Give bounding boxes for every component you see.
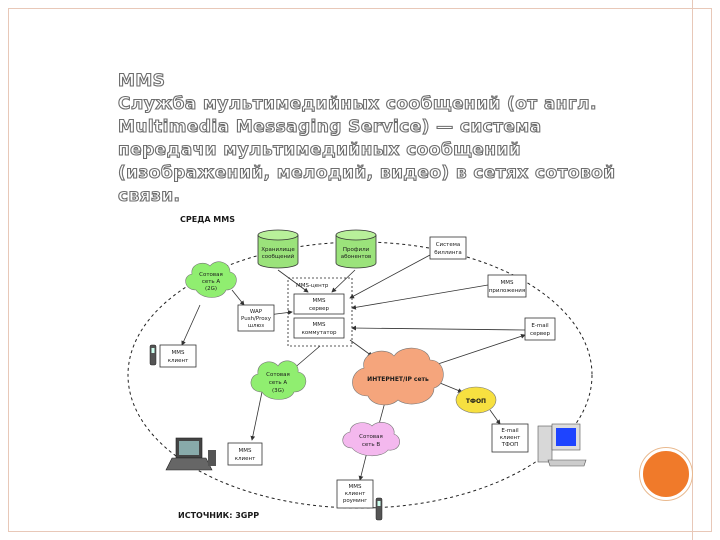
mms-switch-label-1: MMS bbox=[313, 322, 326, 328]
apps-label-1: MMS bbox=[501, 280, 514, 286]
client1-label-1: MMS bbox=[172, 350, 185, 356]
wap-gateway-box: WAP Push/Proxy шлюз bbox=[237, 304, 275, 332]
internet-label: ИНТЕРНЕТ/IP сеть bbox=[367, 376, 429, 383]
cellb-label-1: Сотовая bbox=[359, 434, 383, 440]
title-line: связи. bbox=[117, 185, 181, 206]
cellb-label-2: сеть В bbox=[362, 442, 381, 448]
storage-label-1: Хранилище bbox=[261, 247, 295, 253]
slide-frame-right bbox=[692, 0, 693, 540]
email-server-label-1: E-mail bbox=[531, 323, 549, 329]
mobile-phone-icon bbox=[149, 344, 157, 366]
billing-label-2: биллинга bbox=[434, 250, 461, 256]
title-line: MMS bbox=[117, 70, 166, 91]
mms-server-box: MMS сервер bbox=[293, 293, 345, 315]
decorative-orange-circle bbox=[640, 448, 692, 500]
mms-client-box-1: MMS клиент bbox=[159, 344, 197, 368]
storage-label-2: сообщений bbox=[262, 253, 295, 260]
pstn-network-ellipse: ТФОП bbox=[455, 386, 497, 414]
billing-label-1: Система bbox=[436, 242, 461, 248]
profiles-label-2: абонентов bbox=[341, 254, 372, 260]
environment-label: СРЕДА MMS bbox=[180, 215, 235, 224]
cellular-network-b-cloud: Сотовая сеть В bbox=[342, 422, 400, 457]
cell3g-label-2: сеть А bbox=[269, 380, 288, 386]
profiles-label-1: Профили bbox=[343, 247, 370, 253]
internet-ip-network-cloud: ИНТЕРНЕТ/IP сеть bbox=[352, 347, 444, 406]
cell2g-label-3: (2G) bbox=[205, 286, 217, 292]
slide-title: MMS Служба мультимедийных сообщений (от … bbox=[117, 70, 616, 208]
title-line: (изображений, мелодий, видео) в сетях со… bbox=[117, 162, 616, 183]
mms-switch-label-2: коммутатор bbox=[302, 330, 337, 336]
desktop-computer-icon bbox=[537, 423, 587, 467]
cell2g-label-1: Сотовая bbox=[199, 272, 223, 278]
message-storage-db: Хранилище сообщений bbox=[257, 229, 299, 269]
client1-label-2: клиент bbox=[168, 358, 189, 364]
mms-environment-boundary bbox=[127, 241, 593, 509]
email-server-label-2: сервер bbox=[530, 331, 551, 337]
cellular-network-2g-cloud: Сотовая сеть А (2G) bbox=[185, 261, 237, 298]
laptop-icon bbox=[165, 437, 216, 471]
wap-label-1: WAP bbox=[250, 309, 263, 315]
phone-roaming-icon bbox=[375, 497, 383, 521]
apps-label-2: приложения bbox=[489, 288, 525, 294]
client3-label-1: MMS bbox=[349, 484, 362, 490]
email-client-label-2: клиент bbox=[500, 435, 521, 441]
title-line: Multimedia Messaging Service) — система bbox=[117, 116, 542, 137]
client3-label-3: роуминг bbox=[343, 498, 367, 504]
cell2g-label-2: сеть А bbox=[202, 279, 221, 285]
client2-label-1: MMS bbox=[239, 448, 252, 454]
mms-switch-box: MMS коммутатор bbox=[293, 317, 345, 339]
mms-server-label-2: сервер bbox=[309, 306, 330, 312]
subscriber-profiles-db: Профили абонентов bbox=[335, 229, 377, 269]
cell3g-label-1: Сотовая bbox=[266, 372, 290, 378]
mms-server-label-1: MMS bbox=[313, 298, 326, 304]
wap-label-2: Push/Proxy bbox=[241, 316, 272, 322]
email-server-box: E-mail сервер bbox=[524, 317, 556, 341]
title-line: передачи мультимедийных сообщений bbox=[117, 139, 521, 160]
cellular-network-3g-cloud: Сотовая сеть А (3G) bbox=[250, 360, 307, 400]
billing-system-box: Система биллинга bbox=[429, 236, 467, 260]
cell3g-label-3: (3G) bbox=[272, 388, 284, 394]
title-line: Служба мультимедийных сообщений (от англ… bbox=[117, 93, 597, 114]
email-client-label-3: ТФОП bbox=[501, 442, 519, 448]
source-label: ИСТОЧНИК: 3GPP bbox=[178, 511, 259, 520]
wap-label-3: шлюз bbox=[248, 323, 264, 329]
client2-label-2: клиент bbox=[235, 456, 256, 462]
tfop-label: ТФОП bbox=[466, 398, 486, 405]
mms-client-box-2: MMS клиент bbox=[227, 442, 263, 466]
email-client-box: E-mail клиент ТФОП bbox=[491, 423, 529, 453]
mms-applications-box: MMS приложения bbox=[487, 274, 527, 298]
mms-client-roaming-box: MMS клиент роуминг bbox=[336, 479, 374, 509]
mms-center-label: MMS-центр bbox=[296, 283, 329, 289]
slide-frame bbox=[8, 8, 712, 532]
client3-label-2: клиент bbox=[345, 491, 366, 497]
email-client-label-1: E-mail bbox=[501, 428, 519, 434]
